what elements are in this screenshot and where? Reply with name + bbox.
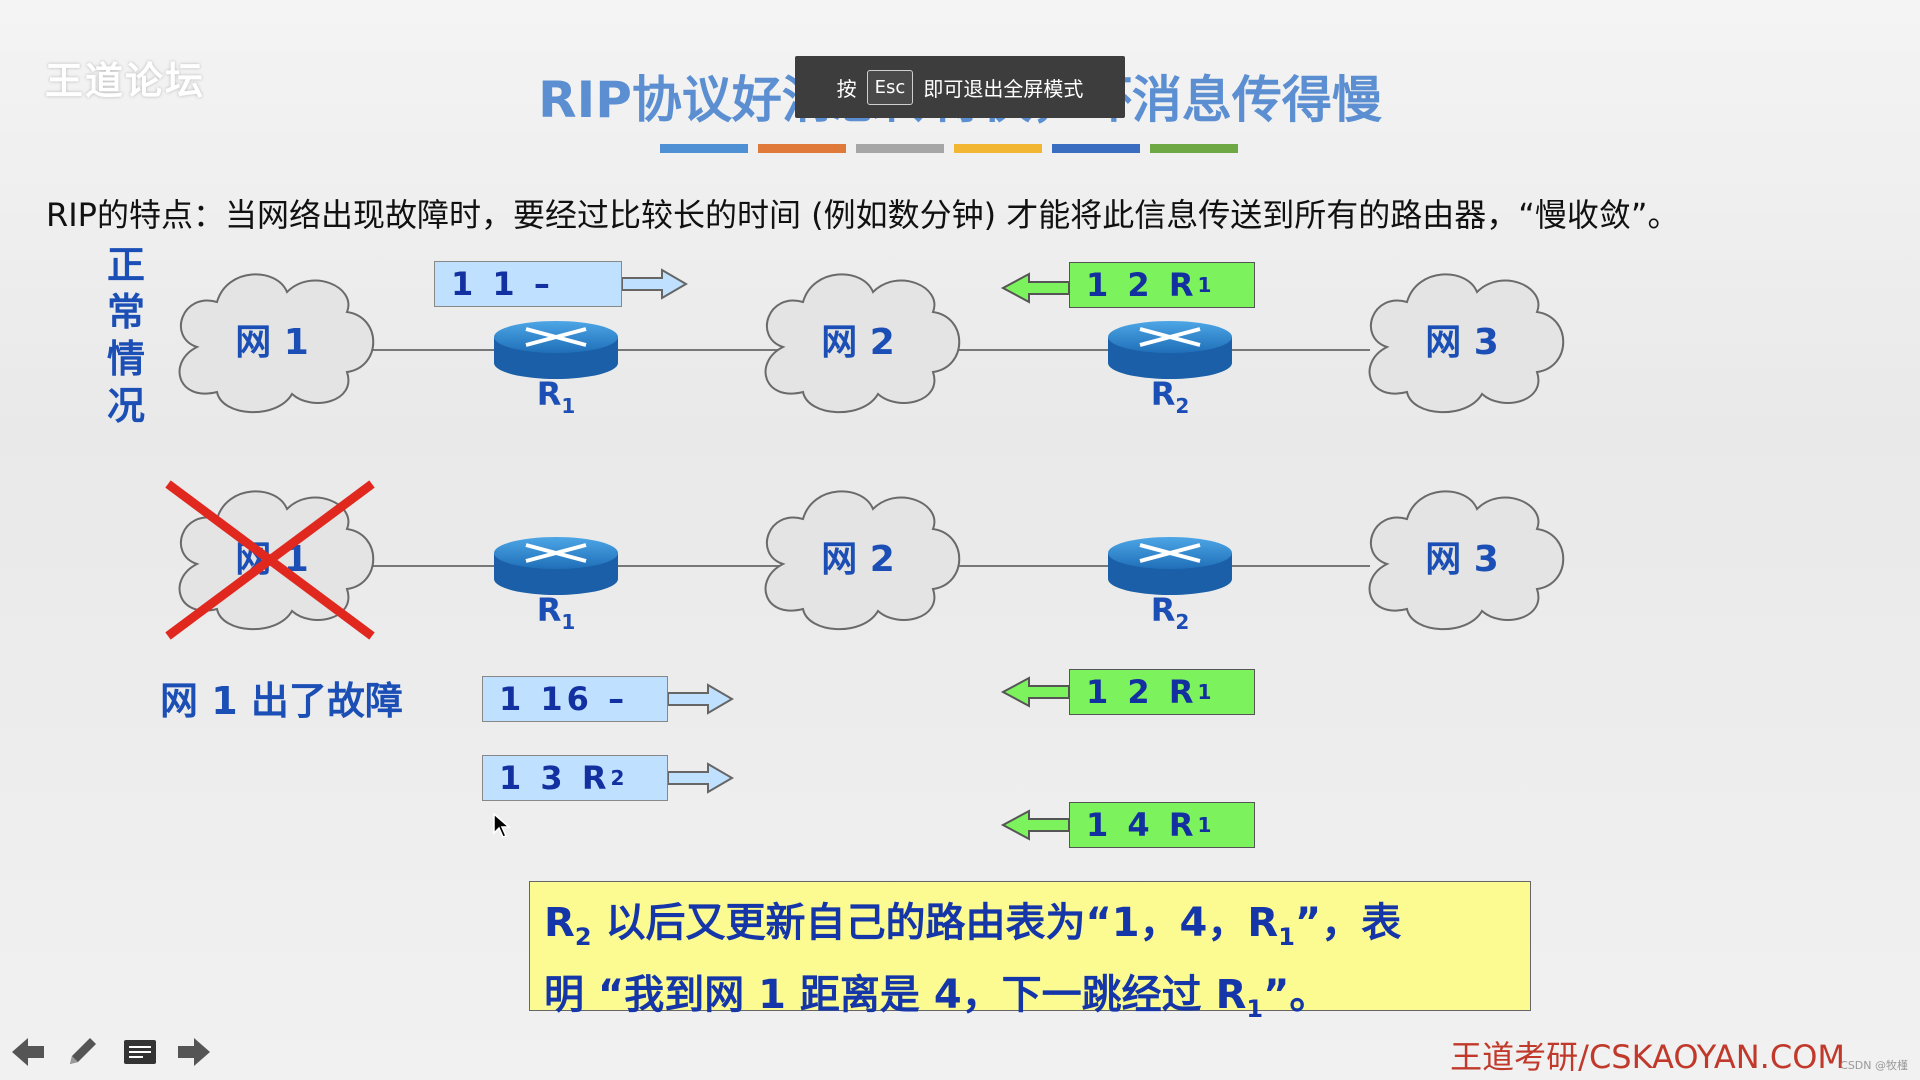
router-label: R1 [537, 591, 576, 634]
network-cloud: 网 3 [1368, 273, 1565, 414]
router-icon: R2 [1108, 537, 1232, 634]
cloud-label: 网 3 [1425, 322, 1499, 363]
network-cloud: 网 1 [178, 273, 375, 414]
title-color-bar [856, 144, 944, 153]
arrow-left-icon[interactable] [8, 1032, 48, 1072]
mouse-cursor-icon [493, 812, 512, 839]
fault-cross-icon [165, 480, 375, 640]
cloud-label: 网 1 [235, 322, 309, 363]
r1-update-normal: 1 1 – [434, 261, 622, 307]
cloud-label: 网 2 [821, 322, 895, 363]
arrow-right-icon [621, 268, 688, 300]
arrow-left-icon [1000, 676, 1070, 708]
csdn-credit: CSDN @牧槿 [1840, 1059, 1908, 1072]
title-color-bar [758, 144, 846, 153]
router-label: R2 [1151, 375, 1190, 418]
router-icon: R1 [494, 537, 618, 634]
network-cloud: 网 2 [764, 490, 961, 631]
arrow-right-icon[interactable] [174, 1032, 214, 1072]
title-color-bar [1052, 144, 1140, 153]
cloud-label: 网 2 [821, 539, 895, 580]
title-color-bar [954, 144, 1042, 153]
footer-brand: 王道考研/CSKAOYAN.COM [1450, 1038, 1845, 1076]
watermark-logo: 王道论坛 [45, 59, 206, 103]
router-label: R1 [537, 375, 576, 418]
network-cloud: 网 2 [764, 273, 961, 414]
network-cloud: 网 3 [1368, 490, 1565, 631]
arrow-left-icon [1000, 272, 1070, 304]
r1-update-failure-1: 1 16 – [482, 676, 668, 722]
side-label-normal: 正常情况 [106, 243, 145, 428]
router-icon: R1 [494, 321, 618, 418]
callout-box: R2 以后又更新自己的路由表为“1，4，R1”，表 明 “我到网 1 距离是 4… [529, 881, 1531, 1023]
pen-icon[interactable] [62, 1032, 102, 1072]
cloud-label: 网 3 [1425, 539, 1499, 580]
title-color-bar [1150, 144, 1238, 153]
fault-label: 网 1 出了故障 [160, 679, 403, 723]
arrow-right-icon [667, 683, 734, 715]
title-color-bar [660, 144, 748, 153]
esc-key: Esc [866, 69, 914, 105]
arrow-right-icon [667, 762, 734, 794]
esc-toast: 按 Esc 即可退出全屏模式 [795, 56, 1125, 118]
arrow-left-icon [1000, 809, 1070, 841]
intro-text: RIP的特点：当网络出现故障时，要经过比较长的时间 (例如数分钟) 才能将此信息… [46, 196, 1680, 234]
router-icon: R2 [1108, 321, 1232, 418]
router-label: R2 [1151, 591, 1190, 634]
notes-icon[interactable] [120, 1032, 160, 1072]
